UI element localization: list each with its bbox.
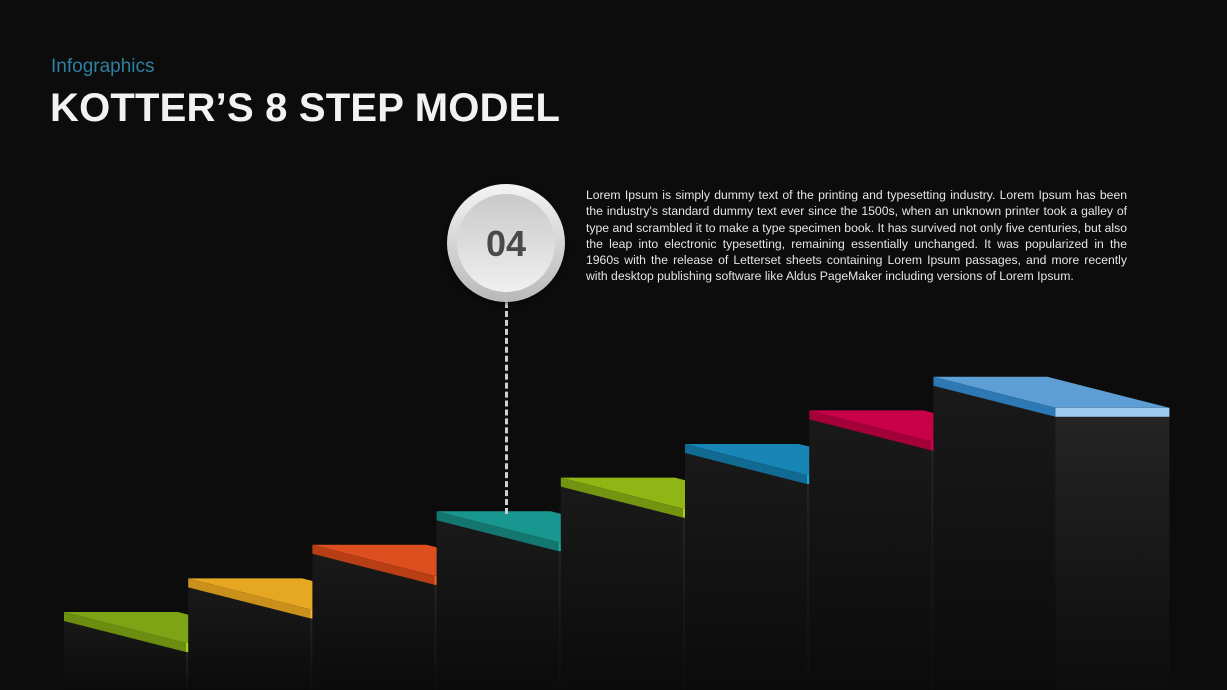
step-number-badge[interactable]: 04 [447, 184, 565, 302]
step-front-band [1055, 407, 1170, 417]
step-top-edge [933, 376, 1056, 417]
step-description: Lorem Ipsum is simply dummy text of the … [586, 188, 1127, 284]
slide-title: KOTTER’S 8 STEP MODEL [50, 86, 561, 130]
step-top-edge [188, 578, 311, 619]
step-side-face [809, 414, 932, 690]
step-top-edge [64, 612, 186, 652]
badge-inner-disc: 04 [457, 194, 555, 292]
step-side-face [64, 616, 186, 690]
step-top [933, 376, 1170, 408]
step-top-edge [436, 511, 559, 552]
step-front-face [1055, 416, 1170, 690]
step-top-edge [809, 410, 932, 451]
step-top-edge [685, 444, 807, 484]
step-number: 04 [485, 223, 527, 264]
steps-group [64, 376, 1170, 690]
step-side-face [312, 548, 435, 690]
step-top-edge [560, 477, 683, 518]
connector-dashed-line [505, 302, 508, 514]
step-top-edge [312, 544, 435, 585]
step-side-face [436, 515, 559, 690]
step-side-face [933, 380, 1056, 690]
step-side-face [685, 448, 807, 690]
slide-subtitle: Infographics [51, 56, 155, 77]
step-side-face [188, 582, 311, 690]
step-8[interactable] [933, 376, 1170, 690]
step-side-face [560, 481, 683, 690]
